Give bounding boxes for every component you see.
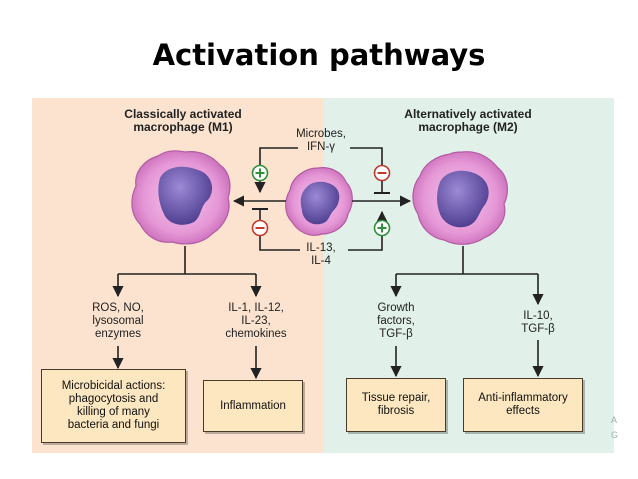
m2-nucleus-icon (437, 170, 489, 228)
m2-effect-anti-inflammatory-box: Anti-inflammatory effects (463, 378, 583, 432)
watermark-fragment-a: A (611, 415, 618, 425)
m1-products-interleukins: IL-1, IL-12, IL-23, chemokines (225, 302, 287, 340)
m1-heading-line1: Classically activated (124, 107, 242, 121)
m1-macrophage-cell (131, 150, 231, 245)
m2-effect-tissue-repair-box: Tissue repair, fibrosis (346, 378, 446, 432)
resting-nucleus-icon (300, 181, 340, 225)
stimulus-microbes-ifn-gamma: Microbes, IFN-γ (296, 128, 346, 153)
m2-heading-line1: Alternatively activated (404, 107, 532, 121)
m1-heading: Classically activated macrophage (M1) (108, 108, 258, 134)
resting-macrophage-cell (285, 167, 353, 236)
minus-sign-icon (373, 164, 391, 182)
m1-effect-microbicidal-box: Microbicidal actions: phagocytosis and k… (41, 369, 186, 443)
m2-products-il10-tgf: IL-10, TGF-β (521, 310, 555, 335)
m2-macrophage-cell (412, 151, 508, 245)
m2-effect-tissue-repair-text: Tissue repair, fibrosis (361, 392, 431, 417)
m1-effect-inflammation-box: Inflammation (203, 380, 303, 432)
m1-nucleus-icon (158, 166, 213, 225)
minus-sign-icon (251, 219, 269, 237)
m1-effect-inflammation-text: Inflammation (220, 399, 286, 412)
m1-heading-line2: macrophage (M1) (133, 120, 233, 134)
slide-title: Activation pathways (152, 38, 486, 72)
m2-products-growth-factors: Growth factors, TGF-β (377, 302, 415, 340)
m2-heading-line2: macrophage (M2) (418, 120, 518, 134)
m1-products-ros-no: ROS, NO, lysosomal enzymes (92, 302, 144, 340)
m2-heading: Alternatively activated macrophage (M2) (388, 108, 548, 134)
plus-sign-icon (373, 219, 391, 237)
stimulus-il13-il4: IL-13, IL-4 (306, 242, 336, 267)
m2-effect-anti-inflammatory-text: Anti-inflammatory effects (478, 392, 568, 417)
m1-effect-microbicidal-text: Microbicidal actions: phagocytosis and k… (61, 380, 166, 431)
plus-sign-icon (251, 164, 269, 182)
watermark-fragment-b: G (611, 430, 619, 440)
